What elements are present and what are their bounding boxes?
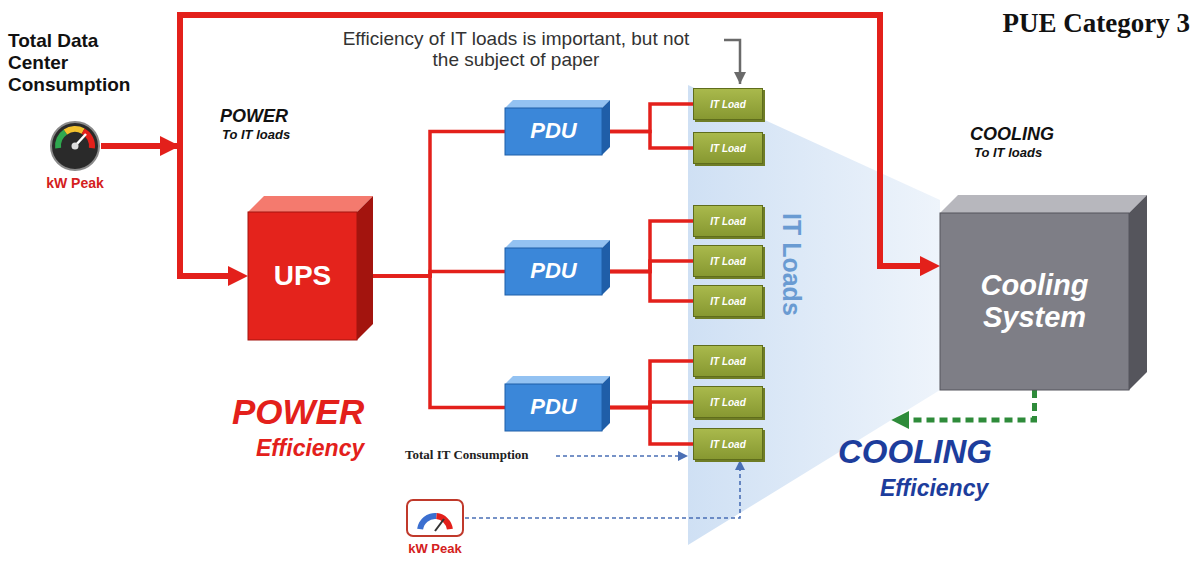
label-slot: Efficiency of IT loads is important, but… bbox=[331, 28, 701, 71]
connector bbox=[357, 276, 505, 408]
it-load-box: IT Load bbox=[693, 205, 763, 237]
box-label: PDU bbox=[530, 259, 576, 283]
it-load-label: IT Load bbox=[710, 256, 746, 267]
meter-gauge: kW Peak bbox=[405, 498, 465, 556]
connector bbox=[602, 104, 693, 132]
section-subheading: To IT loads bbox=[974, 146, 1042, 161]
it-load-box: IT Load bbox=[693, 88, 763, 120]
label-slot: To IT loads bbox=[222, 128, 290, 143]
pdu-box: PDU bbox=[505, 376, 610, 431]
label-slot: COOLING bbox=[838, 434, 992, 471]
section-heading: POWER bbox=[220, 106, 288, 126]
pdu-box: PDU bbox=[505, 240, 610, 295]
meter-reading: kW Peak bbox=[39, 175, 111, 191]
it-load-label: IT Load bbox=[710, 99, 746, 110]
leader-line bbox=[724, 40, 740, 84]
connector bbox=[357, 132, 505, 277]
it-load-box: IT Load bbox=[693, 386, 763, 418]
label-slot: POWER bbox=[232, 392, 364, 431]
title-slot: PUE Category 3 bbox=[1003, 8, 1190, 39]
connector bbox=[602, 408, 693, 445]
efficiency-heading: COOLING bbox=[838, 434, 992, 471]
leader-label: Total IT Consumption bbox=[405, 448, 529, 463]
box-front: PDU bbox=[505, 248, 602, 295]
it-load-box: IT Load bbox=[693, 245, 763, 277]
it-load-box: IT Load bbox=[693, 345, 763, 377]
it-load-box: IT Load bbox=[693, 132, 763, 164]
label-slot: Total IT Consumption bbox=[405, 448, 529, 463]
cooling-box: Cooling System bbox=[940, 195, 1147, 390]
box-label: Cooling System bbox=[946, 270, 1123, 334]
ups-box: UPS bbox=[248, 196, 373, 340]
box-label: UPS bbox=[274, 261, 332, 292]
it-load-label: IT Load bbox=[710, 296, 746, 307]
section-subheading: To IT loads bbox=[222, 128, 290, 143]
meter-icon bbox=[405, 498, 465, 538]
it-load-box: IT Load bbox=[693, 428, 763, 460]
band-label-slot: IT Loads bbox=[806, 213, 909, 242]
connector bbox=[101, 146, 238, 276]
efficiency-heading: POWER bbox=[232, 392, 364, 431]
meter-caption: Total Data Center Consumption bbox=[8, 30, 158, 96]
note-text: Efficiency of IT loads is important, but… bbox=[331, 28, 701, 71]
label-slot: POWER bbox=[220, 106, 288, 126]
label-slot: Efficiency bbox=[256, 436, 364, 462]
box-label: PDU bbox=[530, 395, 576, 419]
it-load-label: IT Load bbox=[710, 143, 746, 154]
diagram-title: PUE Category 3 bbox=[1003, 8, 1190, 39]
efficiency-subheading: Efficiency bbox=[256, 436, 364, 462]
box-front: UPS bbox=[248, 212, 357, 340]
label-slot: To IT loads bbox=[974, 146, 1042, 161]
it-load-box: IT Load bbox=[693, 285, 763, 317]
meter-icon bbox=[49, 120, 101, 172]
label-slot: Efficiency bbox=[880, 476, 988, 502]
efficiency-subheading: Efficiency bbox=[880, 476, 988, 502]
it-load-label: IT Load bbox=[710, 216, 746, 227]
box-front: PDU bbox=[505, 384, 602, 431]
connector bbox=[602, 132, 693, 149]
box-front: Cooling System bbox=[940, 213, 1129, 390]
it-load-label: IT Load bbox=[710, 397, 746, 408]
leader-line bbox=[556, 455, 688, 457]
it-load-label: IT Load bbox=[710, 356, 746, 367]
meter-gauge: Total Data Center Consumption kW Peak bbox=[8, 30, 158, 191]
box-label: PDU bbox=[530, 119, 576, 143]
section-heading: COOLING bbox=[970, 124, 1054, 144]
band-label: IT Loads bbox=[777, 213, 806, 316]
box-front: PDU bbox=[505, 108, 602, 155]
label-slot: COOLING bbox=[970, 124, 1054, 144]
connector bbox=[602, 272, 693, 302]
pdu-box: PDU bbox=[505, 100, 610, 155]
it-load-label: IT Load bbox=[710, 439, 746, 450]
connector bbox=[602, 361, 693, 408]
connector bbox=[602, 221, 693, 272]
meter-reading: kW Peak bbox=[405, 541, 465, 556]
